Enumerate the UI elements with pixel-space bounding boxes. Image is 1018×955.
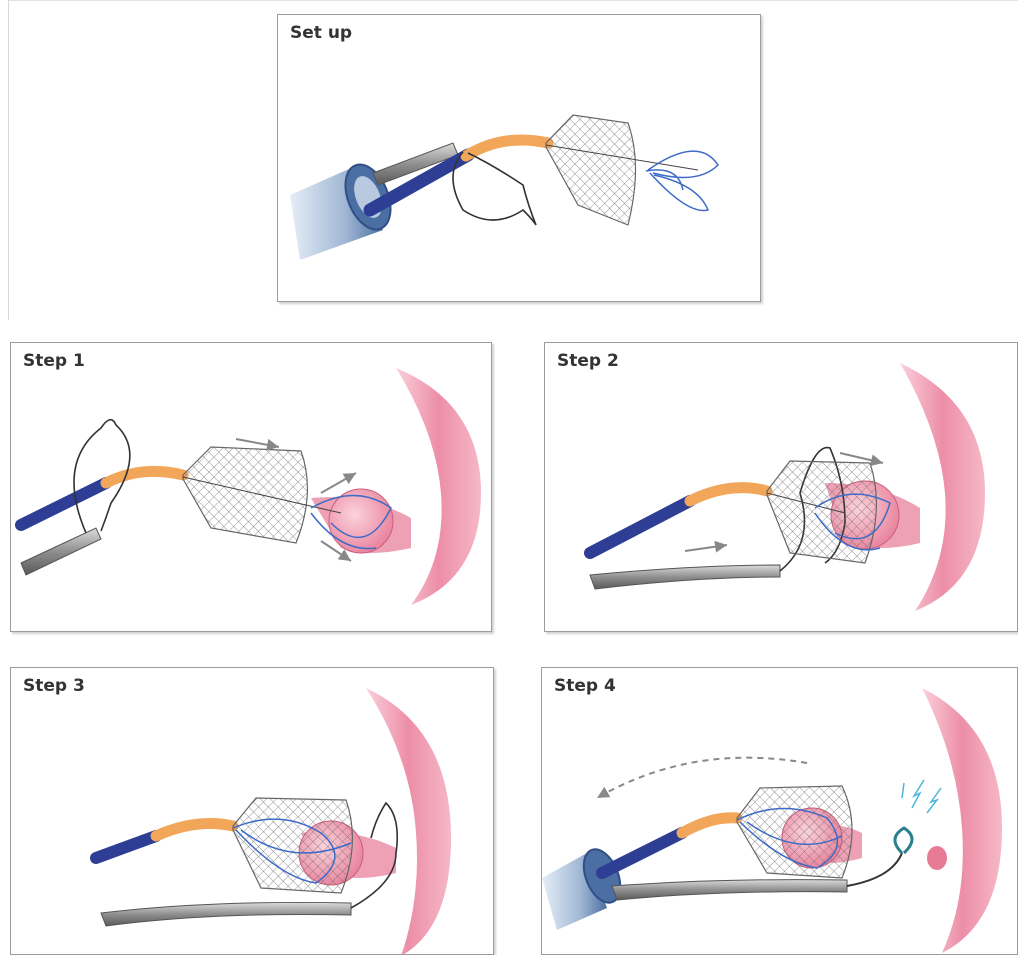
arrow-up [321,473,356,493]
grey-sheath [21,528,101,575]
page-left-rule [8,0,9,320]
step4-illustration [542,668,1018,955]
arrow-forward [840,453,883,463]
setup-title: Set up [290,23,352,43]
blue-catheter [602,833,682,873]
setup-illustration [278,15,761,302]
blue-catheter [590,501,690,553]
step2-title: Step 2 [557,351,619,371]
net-basket [737,786,852,878]
step3-panel: Step 3 [10,667,494,955]
setup-panel: Set up [277,14,761,302]
orange-sheath [466,140,548,156]
net-basket [546,115,636,225]
orange-sheath [156,824,233,836]
step1-panel: Step 1 [10,342,492,632]
step2-panel: Step 2 [544,342,1018,632]
blue-catheter [21,483,106,525]
resection-site [927,846,947,870]
step1-illustration [11,343,492,632]
blue-snare-petals [646,151,718,210]
step2-illustration [545,343,1018,632]
step4-title: Step 4 [554,676,616,696]
page-top-rule [8,0,1018,1]
arrow-forward [236,439,279,447]
arrow-sheath-forward [685,545,727,551]
spark-icon [902,780,941,813]
step1-title: Step 1 [23,351,85,371]
orange-sheath [690,488,767,501]
net-basket [183,447,307,543]
tissue-wall [396,368,481,605]
tissue-wall [900,363,985,611]
grey-sheath [612,880,847,900]
tissue-wall [922,688,1002,953]
step3-title: Step 3 [23,676,85,696]
step4-panel: Step 4 [541,667,1018,955]
orange-sheath [106,471,183,483]
grey-sheath [590,565,780,589]
net-basket [767,461,876,563]
step3-illustration [11,668,494,955]
tissue-wall [366,688,451,955]
closed-snare [895,828,912,853]
blue-catheter [96,836,156,858]
grey-sheath [101,902,351,926]
orange-sheath [682,818,737,833]
